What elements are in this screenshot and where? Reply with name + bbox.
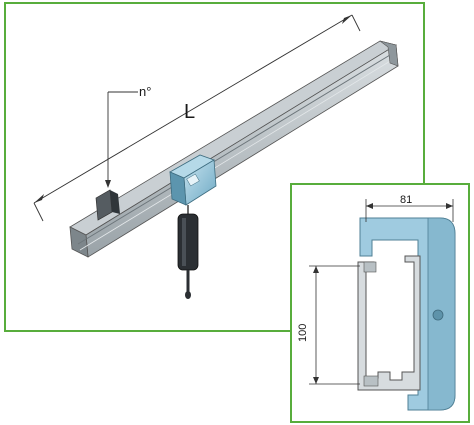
- length-label: L: [184, 101, 195, 123]
- width-dimension-line: [365, 199, 454, 222]
- height-dimension-line: [309, 265, 360, 385]
- hanging-weight: [177, 205, 199, 299]
- length-dimension-line: [33, 14, 361, 222]
- height-label: 100: [297, 324, 309, 342]
- end-bracket: [95, 189, 120, 221]
- profile-carriage-body: [359, 217, 456, 411]
- rail-profile: [357, 255, 421, 391]
- width-label: 81: [400, 194, 412, 206]
- aluminium-rail: [69, 40, 399, 258]
- quantity-label: n°: [139, 84, 151, 99]
- carriage: [169, 154, 217, 206]
- quantity-leader: [105, 91, 138, 188]
